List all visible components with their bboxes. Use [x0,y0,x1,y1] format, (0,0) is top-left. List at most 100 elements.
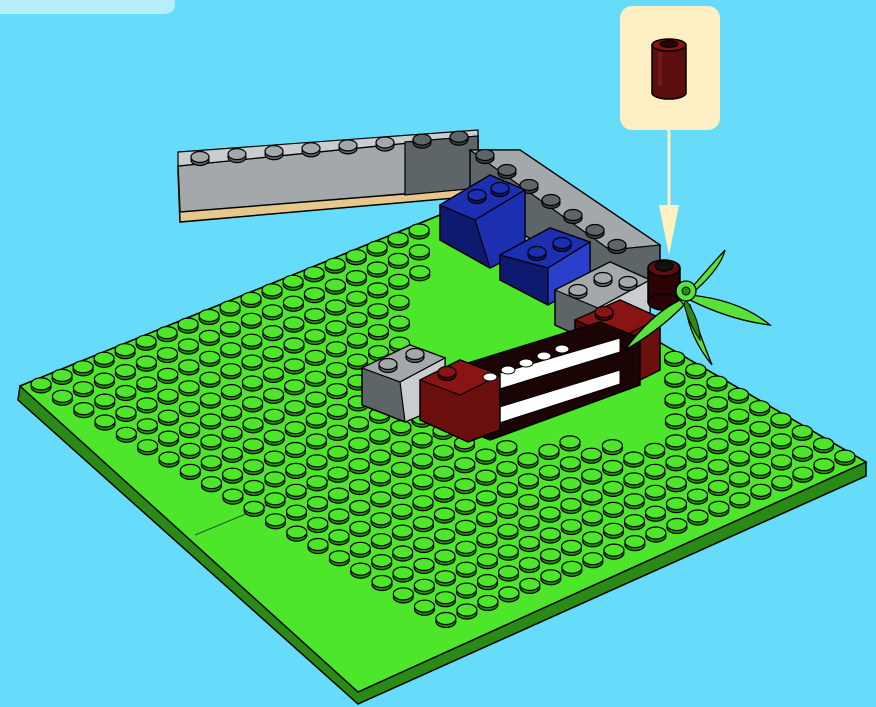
baseplate-stud [222,426,242,441]
baseplate-stud [414,579,434,594]
baseplate-stud [371,471,391,486]
baseplate-stud [412,433,432,448]
baseplate-stud [455,479,475,494]
baseplate-stud [497,462,517,477]
baseplate-stud [393,567,413,582]
baseplate-stud [305,330,325,345]
baseplate-stud [436,613,456,628]
baseplate-stud [284,317,304,332]
baseplate-stud [244,460,264,475]
baseplate-stud [498,545,518,560]
baseplate-stud [326,300,346,315]
baseplate-stud [456,562,476,577]
baseplate-stud [772,476,792,491]
baseplate-stud [603,461,623,476]
baseplate-stud [625,536,645,551]
baseplate-stud [285,380,305,395]
baseplate-stud [814,438,834,453]
baseplate-stud [286,463,306,478]
baseplate-stud [137,419,157,434]
baseplate-stud [138,440,158,455]
baseplate-stud [329,488,349,503]
baseplate-stud [286,484,306,499]
baseplate-stud [243,439,263,454]
page-corner-tab [0,0,175,14]
baseplate-stud [772,455,792,470]
baseplate-stud [242,376,262,391]
baseplate-stud [262,305,282,320]
baseplate-stud [283,275,303,290]
brick-stud [498,165,516,179]
baseplate-stud [665,351,685,366]
baseplate-stud [116,427,136,442]
brick-stud [191,152,209,166]
baseplate-stud [707,397,727,412]
baseplate-stud [604,523,624,538]
baseplate-stud [137,377,157,392]
baseplate-stud [560,457,580,472]
baseplate-stud [581,448,601,463]
baseplate-stud [350,542,370,557]
baseplate-stud [560,436,580,451]
parts-callout [620,6,720,130]
baseplate-stud [367,241,387,256]
baseplate-stud [371,534,391,549]
baseplate-stud [199,310,219,325]
baseplate-stud [477,512,497,527]
baseplate-stud [814,459,834,474]
baseplate-stud [94,373,114,388]
baseplate-stud [242,355,262,370]
baseplate-stud [477,533,497,548]
baseplate-stud [159,431,179,446]
baseplate-stud [455,500,475,515]
baseplate-stud [328,446,348,461]
baseplate-stud [285,401,305,416]
baseplate-stud [519,516,539,531]
baseplate-stud [393,546,413,561]
baseplate-stud [625,515,645,530]
baseplate-stud [370,429,390,444]
baseplate-stud [582,511,602,526]
baseplate-stud [307,455,327,470]
baseplate-stud [750,422,770,437]
baseplate-stud [603,502,623,517]
baseplate-stud [389,274,409,289]
baseplate-stud [52,369,72,384]
baseplate-stud [519,495,539,510]
baseplate-stud [499,587,519,602]
baseplate-stud [158,389,178,404]
baseplate-stud [265,451,285,466]
baseplate-stud [349,459,369,474]
baseplate-stud [707,376,727,391]
baseplate-stud [520,558,540,573]
baseplate-stud [94,352,114,367]
baseplate-stud [326,342,346,357]
baseplate-stud [180,423,200,438]
baseplate-stud [329,551,349,566]
baseplate-stud [179,381,199,396]
baseplate-stud [667,519,687,534]
baseplate-stud [561,520,581,535]
baseplate-stud [368,304,388,319]
baseplate-stud [136,335,156,350]
baseplate-stud [666,456,686,471]
baseplate-stud [409,245,429,260]
baseplate-stud [136,356,156,371]
baseplate-stud [350,521,370,536]
baseplate-stud [792,425,812,440]
baseplate-stud [201,456,221,471]
baseplate-stud [519,537,539,552]
baseplate-stud [476,449,496,464]
baseplate-stud [263,347,283,362]
baseplate-stud [456,541,476,556]
baseplate-stud [435,571,455,586]
baseplate-stud [730,493,750,508]
baseplate-stud [728,388,748,403]
baseplate-stud [222,406,242,421]
baseplate-stud [540,528,560,543]
baseplate-stud [178,339,198,354]
baseplate-stud [497,441,517,456]
baseplate-stud [729,409,749,424]
baseplate-stud [158,368,178,383]
baseplate-stud [435,550,455,565]
